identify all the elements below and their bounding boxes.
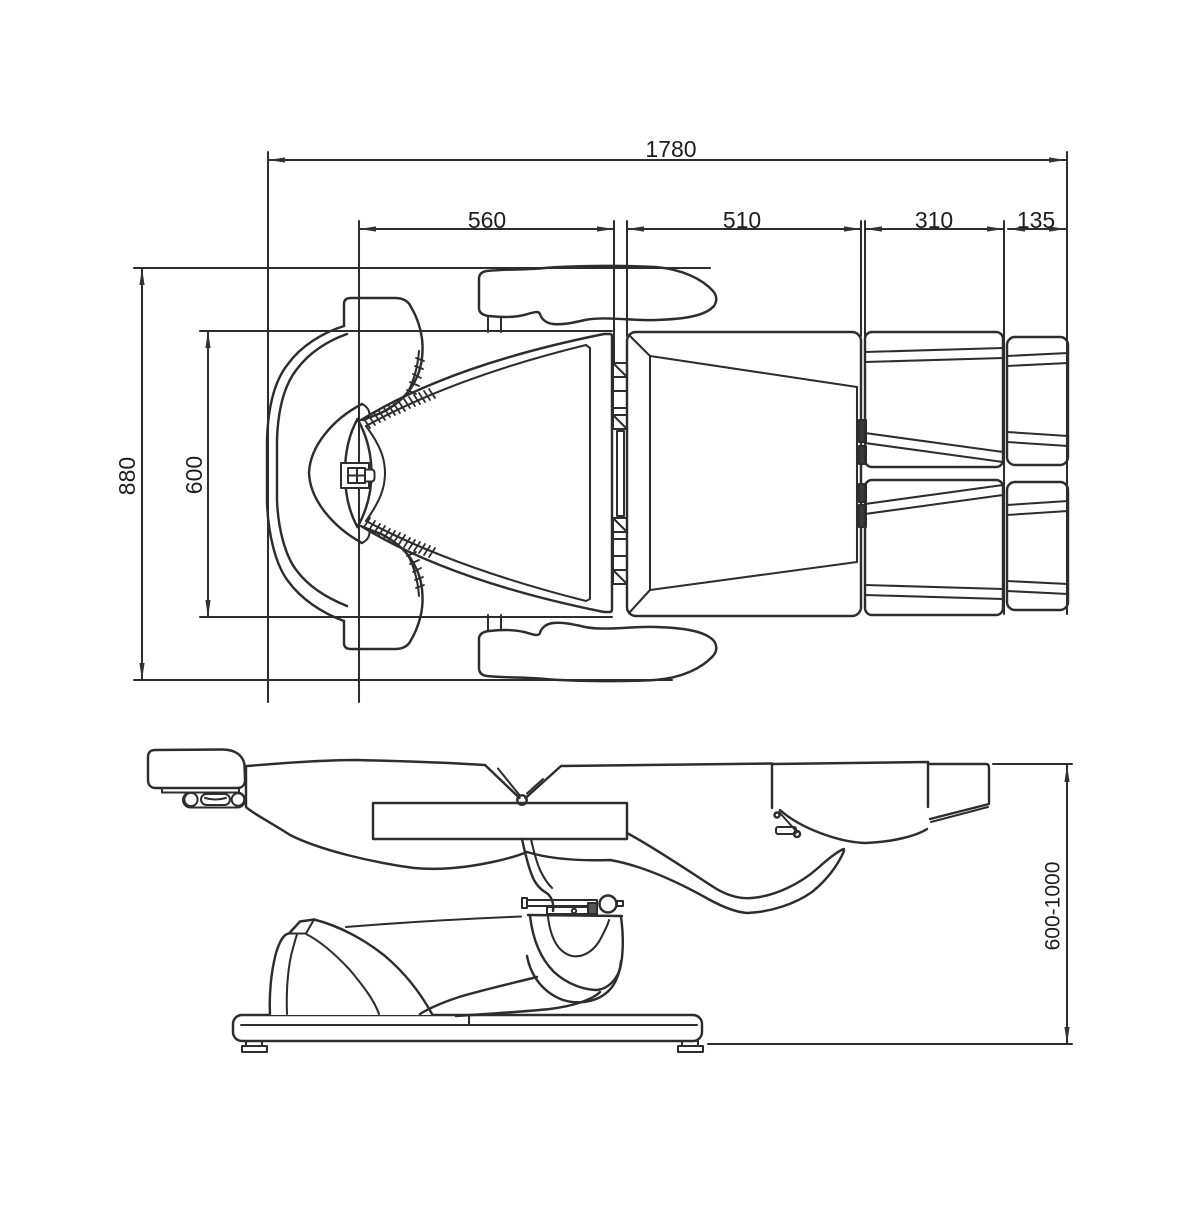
svg-text:310: 310 xyxy=(915,207,953,233)
svg-text:1780: 1780 xyxy=(645,136,696,162)
svg-text:600-1000: 600-1000 xyxy=(1042,862,1065,951)
svg-text:880: 880 xyxy=(114,457,140,495)
svg-text:510: 510 xyxy=(723,207,761,233)
svg-text:600: 600 xyxy=(181,456,207,494)
svg-text:135: 135 xyxy=(1017,207,1055,233)
svg-text:560: 560 xyxy=(468,207,506,233)
